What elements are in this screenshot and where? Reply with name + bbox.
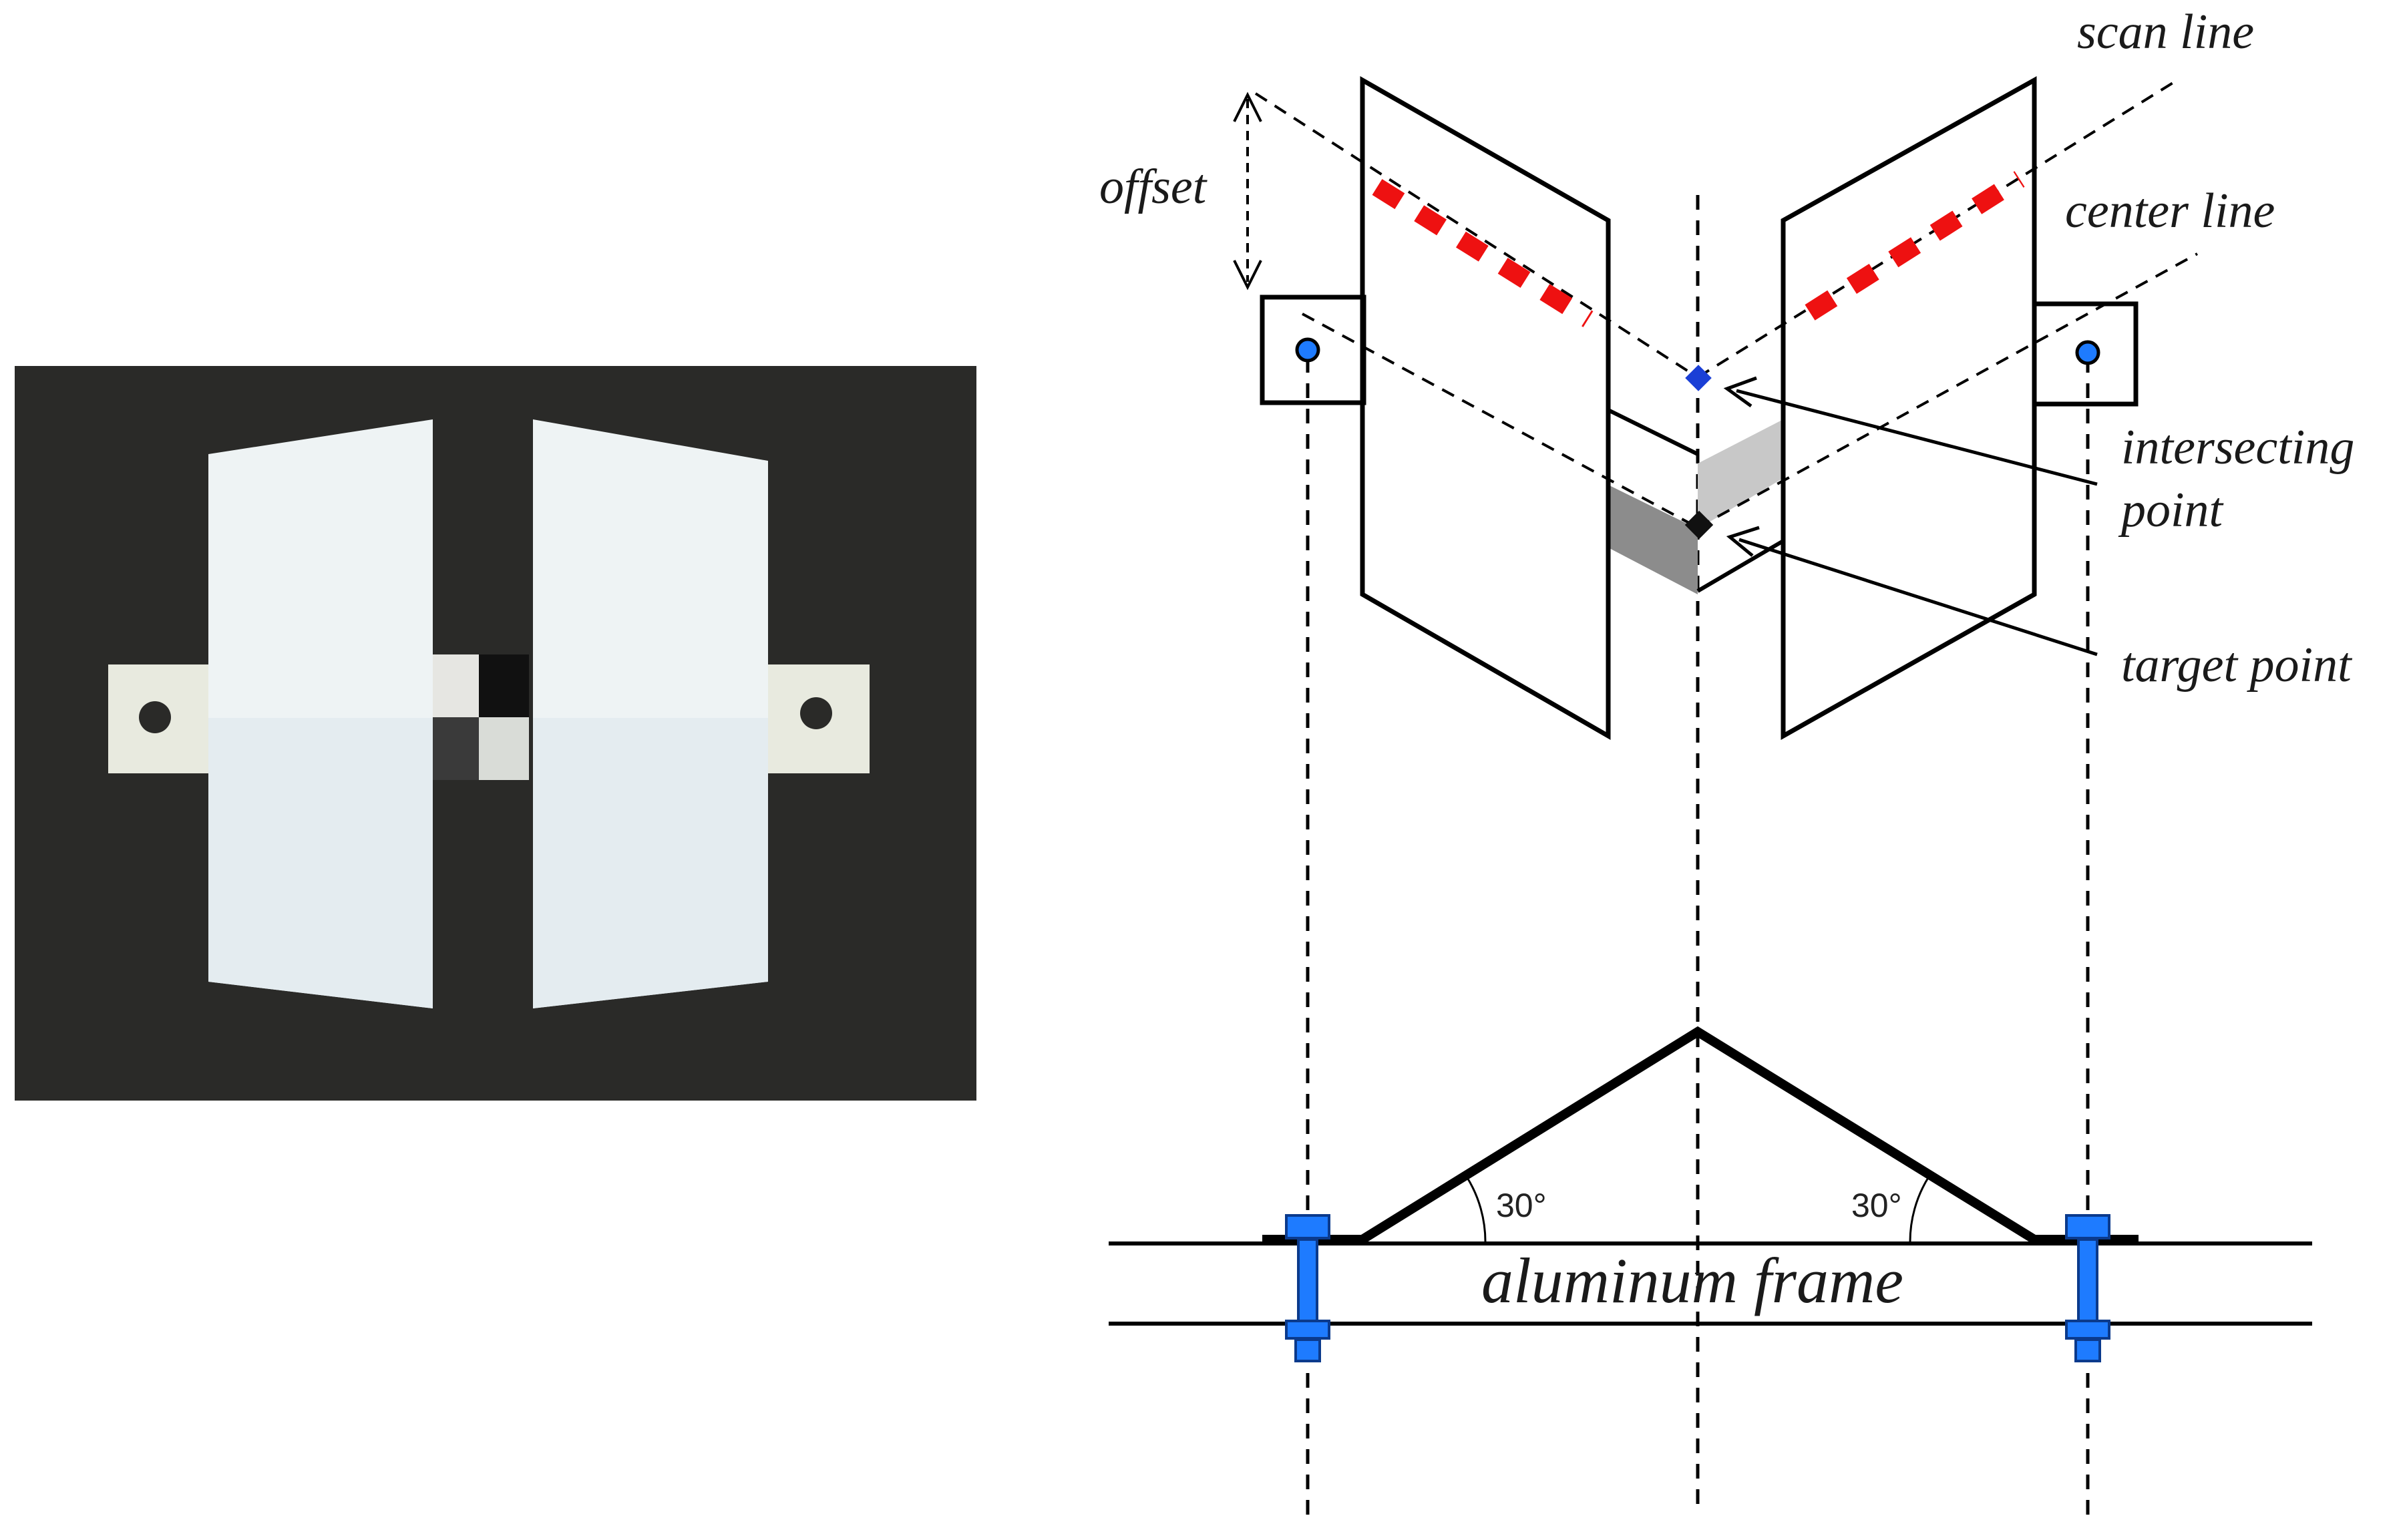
intersecting-point-marker xyxy=(1685,365,1712,391)
intersecting-point-label-line2: point xyxy=(2118,483,2225,538)
left-tab-hole xyxy=(139,701,171,733)
intersecting-point-label-line1: intersecting xyxy=(2121,420,2354,475)
right-tab-hole xyxy=(800,697,832,729)
offset-arrow-top xyxy=(1233,91,1262,122)
side-profile xyxy=(1262,1026,2139,1244)
gray-patch-right xyxy=(1698,419,1783,529)
checker-white-2 xyxy=(479,717,529,780)
right-mount-block xyxy=(2032,301,2139,407)
scan-line-left xyxy=(1254,92,1699,379)
angle-label-right: 30° xyxy=(1851,1187,1902,1224)
left-plate-outline xyxy=(1360,75,1611,741)
center-line-left xyxy=(1302,313,1698,529)
angle-label-left: 30° xyxy=(1496,1187,1547,1224)
right-mount-hole-icon xyxy=(2075,340,2100,365)
checker-black-1 xyxy=(479,654,529,717)
right-plate-lower-shade xyxy=(533,718,768,1008)
frame-label: aluminum frame xyxy=(1481,1245,1903,1316)
gray-patch-left xyxy=(1608,485,1698,594)
target-point-marker xyxy=(1684,510,1714,540)
left-mount-block xyxy=(1260,295,1366,405)
checker-white-1 xyxy=(429,654,479,717)
angle-arc-right xyxy=(1909,1176,1930,1244)
checker-gray-2 xyxy=(429,717,479,780)
scan-marks-right xyxy=(1805,171,2025,321)
intersecting-leader xyxy=(1723,376,2098,486)
right-plate-outline xyxy=(1781,76,2037,740)
offset-label: offset xyxy=(1099,160,1208,214)
target-leader xyxy=(1726,526,2098,656)
center-line-right xyxy=(1697,252,2198,529)
center-line-label: center line xyxy=(2065,184,2275,238)
left-mount-hole-icon xyxy=(1295,337,1320,363)
offset-arrow-bottom xyxy=(1233,260,1262,291)
angle-arc-left xyxy=(1465,1176,1487,1244)
left-plate-lower-shade xyxy=(208,718,433,1008)
right-bolt-icon xyxy=(2065,1214,2110,1362)
scan-marks-left xyxy=(1372,179,1594,327)
left-bolt-icon xyxy=(1285,1214,1330,1362)
photo-panel xyxy=(15,366,976,1101)
target-point-label: target point xyxy=(2121,638,2353,693)
scan-line-label: scan line xyxy=(2077,5,2254,59)
diagram-panel xyxy=(1109,75,2312,1523)
